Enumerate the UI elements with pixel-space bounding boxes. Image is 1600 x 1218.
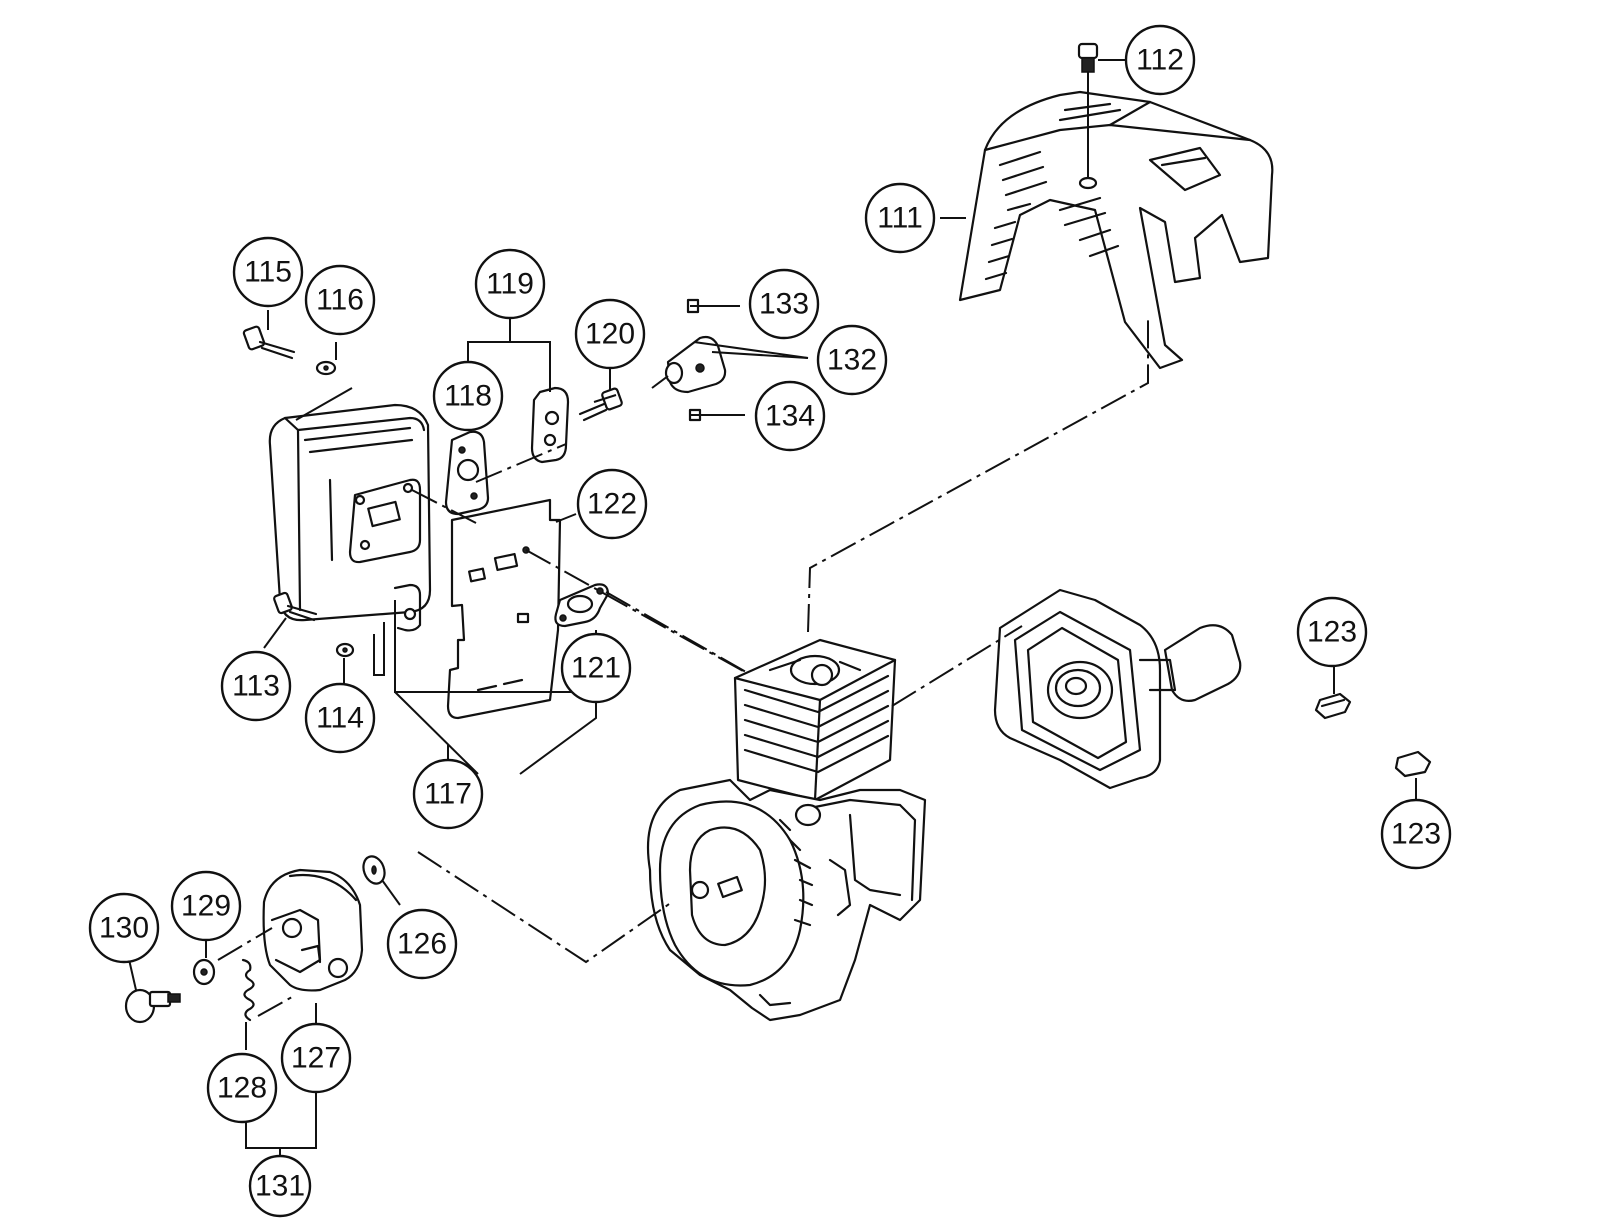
callout-label-118: 118 bbox=[444, 380, 492, 413]
callout-114: 114 bbox=[304, 682, 376, 754]
group-brackets bbox=[245, 59, 1126, 1160]
muffler-bolt-upper bbox=[242, 310, 296, 360]
callout-123-upper: 123 bbox=[1296, 596, 1368, 668]
callout-123-lower: 123 bbox=[1380, 798, 1452, 870]
clutch-shoe bbox=[262, 868, 364, 992]
callout-label-117: 117 bbox=[424, 778, 472, 811]
clutch-washer bbox=[362, 855, 401, 906]
starter-pawl-2 bbox=[1394, 750, 1432, 800]
callout-label-123-lower: 123 bbox=[1391, 818, 1441, 851]
clutch-washer-small bbox=[192, 930, 216, 986]
callout-118: 118 bbox=[432, 360, 504, 432]
callout-132: 132 bbox=[816, 324, 888, 396]
callout-label-132: 132 bbox=[827, 344, 877, 377]
callout-117: 117 bbox=[412, 758, 484, 830]
heat-shield-plate bbox=[446, 498, 577, 720]
callout-116: 116 bbox=[304, 264, 376, 336]
cylinder-gasket bbox=[554, 583, 610, 652]
callout-126: 126 bbox=[386, 908, 458, 980]
washer-lower bbox=[335, 642, 355, 684]
callout-120: 120 bbox=[574, 298, 646, 370]
muffler-bolt-lower bbox=[263, 591, 318, 649]
callout-label-134: 134 bbox=[765, 400, 815, 433]
muffler-gasket bbox=[444, 430, 490, 516]
callout-130: 130 bbox=[88, 892, 160, 964]
callout-label-126: 126 bbox=[397, 928, 447, 961]
cover-screw bbox=[1077, 42, 1099, 190]
recoil-starter bbox=[993, 588, 1242, 790]
callout-112: 112 bbox=[1124, 24, 1196, 96]
callout-label-129: 129 bbox=[181, 890, 231, 923]
callout-127: 127 bbox=[280, 1022, 352, 1094]
callout-label-130: 130 bbox=[99, 912, 149, 945]
callout-128: 128 bbox=[206, 1052, 278, 1124]
clutch-spring bbox=[241, 958, 255, 1050]
callout-label-113: 113 bbox=[232, 670, 280, 703]
callout-label-120: 120 bbox=[585, 318, 635, 351]
callout-129: 129 bbox=[170, 870, 242, 942]
callout-label-115: 115 bbox=[244, 256, 292, 289]
callout-label-133: 133 bbox=[759, 288, 809, 321]
clutch-bolt bbox=[124, 954, 181, 1024]
callout-label-128: 128 bbox=[217, 1072, 267, 1105]
muffler-bracket bbox=[530, 386, 570, 464]
cylinder-cover bbox=[958, 90, 1274, 370]
callout-label-114: 114 bbox=[316, 702, 364, 735]
callout-label-121: 121 bbox=[571, 652, 621, 685]
callout-label-116: 116 bbox=[316, 284, 364, 317]
callout-label-111: 111 bbox=[877, 202, 923, 235]
bracket-bolt bbox=[578, 368, 623, 422]
callout-label-131: 131 bbox=[255, 1170, 305, 1203]
starter-pawl-1 bbox=[1314, 662, 1352, 720]
callout-134: 134 bbox=[754, 380, 826, 452]
callout-label-122: 122 bbox=[587, 488, 637, 521]
assembly-lines bbox=[217, 316, 1149, 1017]
callout-label-127: 127 bbox=[291, 1042, 341, 1075]
callout-115: 115 bbox=[232, 236, 304, 308]
callout-121: 121 bbox=[560, 632, 632, 704]
callout-label-123-upper: 123 bbox=[1307, 616, 1357, 649]
callout-label-112: 112 bbox=[1136, 44, 1184, 77]
callout-113: 113 bbox=[220, 650, 292, 722]
callout-122: 122 bbox=[576, 468, 648, 540]
callout-131: 131 bbox=[248, 1154, 312, 1218]
callout-111: 111 bbox=[864, 182, 936, 254]
callout-label-119: 119 bbox=[486, 268, 534, 301]
engine-cylinder bbox=[733, 638, 897, 802]
muffler bbox=[268, 403, 432, 632]
callout-133: 133 bbox=[748, 268, 820, 340]
washer-upper bbox=[295, 342, 353, 421]
engine-crankcase bbox=[646, 778, 927, 1022]
callout-119: 119 bbox=[474, 248, 546, 320]
